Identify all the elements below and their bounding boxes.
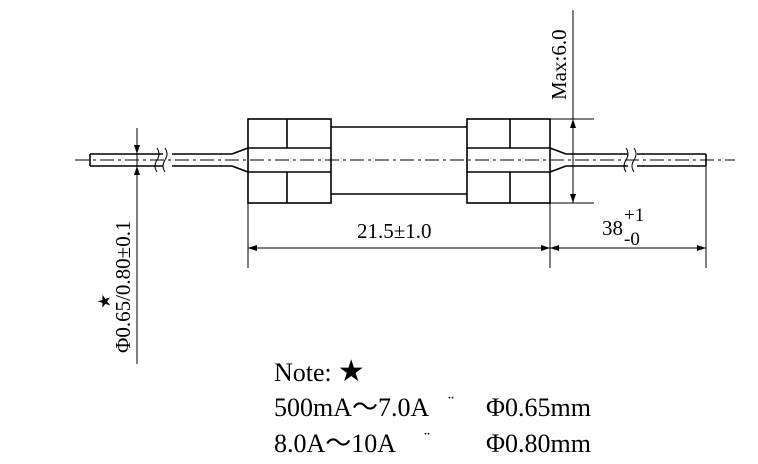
body-length-label: 21.5±1.0: [357, 219, 432, 243]
max-height-dimension: Max:6.0: [547, 10, 594, 204]
lead-diameter-dimension: Φ0.65/0.80±0.1 ★: [90, 128, 150, 364]
note-range-2: 8.0A～10A: [274, 429, 397, 458]
note-mark-2: ¨: [424, 428, 430, 448]
lead-tolerance-plus: +1: [624, 205, 644, 226]
max-height-label: Max:6.0: [547, 29, 571, 100]
lead-length-label: 38: [602, 216, 623, 240]
right-end-cap: [466, 118, 551, 204]
body-length-dimension: 21.5±1.0: [247, 203, 551, 268]
note-row-2: 8.0A～10A ¨ Φ0.80mm: [274, 426, 591, 462]
notes-block: Note:★ 500mA～7.0A ¨ Φ0.65mm 8.0A～10A ¨ Φ…: [274, 354, 591, 462]
note-range-1: 500mA～7.0A: [274, 393, 430, 422]
note-row-1: 500mA～7.0A ¨ Φ0.65mm: [274, 390, 591, 426]
note-diameter-1: Φ0.65mm: [486, 393, 591, 422]
fuse-body: [331, 126, 467, 195]
lead-length-dimension: 38 +1 -0: [550, 166, 707, 268]
notes-title: Note:: [274, 358, 332, 387]
right-lead-wire: [549, 147, 707, 173]
notes-star: ★: [337, 355, 365, 388]
lead-diameter-label: Φ0.65/0.80±0.1: [111, 221, 135, 353]
note-diameter-2: Φ0.80mm: [486, 429, 591, 458]
lead-diameter-star: ★: [95, 294, 114, 309]
lead-tolerance-minus: -0: [624, 229, 640, 250]
notes-title-row: Note:★: [274, 354, 365, 390]
note-mark-1: ¨: [448, 392, 454, 412]
left-end-cap: [247, 118, 332, 204]
